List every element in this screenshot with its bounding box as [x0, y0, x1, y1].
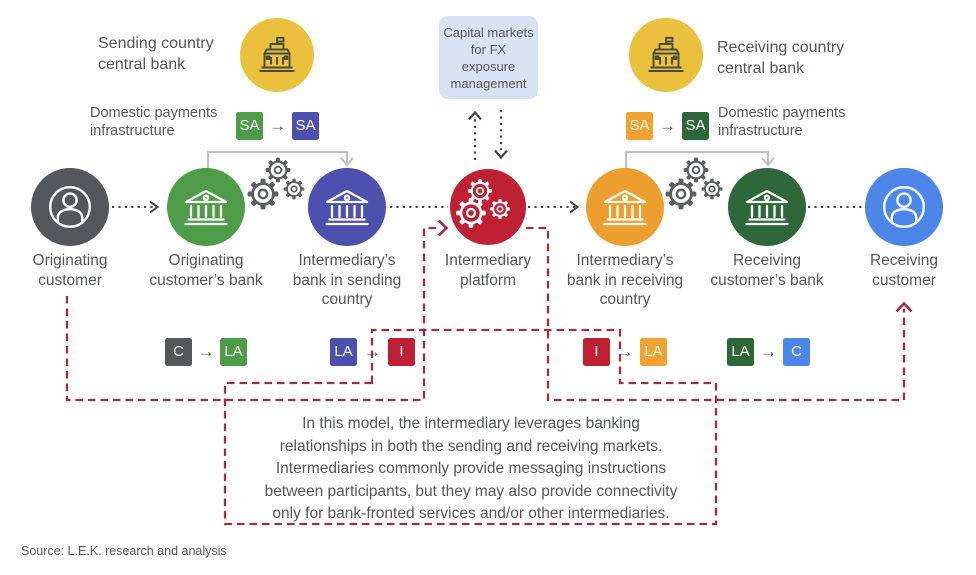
annotation-line: only for bank-fronted services and/or ot…: [272, 505, 670, 522]
badge-sa-receiving-from: SA: [626, 112, 653, 140]
node-circle-originating-customer: [31, 168, 109, 246]
red-dashed-flows: [65, 219, 913, 526]
gears-icon: [454, 177, 511, 230]
annotation-box: In this model, the intermediary leverage…: [228, 413, 714, 526]
domestic-payments-label-left: Domestic payments infrastructure: [90, 105, 218, 139]
capital-markets-box: Capital markets for FX exposure manageme…: [439, 16, 538, 99]
receiving-central-bank-circle: [629, 18, 703, 92]
annotation-box-border: [223, 328, 718, 526]
node-label-originating-customer: Originating customer: [32, 252, 108, 289]
receiving-central-bank-label: Receiving country central bank: [717, 39, 845, 77]
annotation-line: Intermediaries commonly provide messagin…: [275, 460, 667, 477]
node-label-intermediary-platform: Intermediary platform: [444, 252, 532, 289]
arrow-right-icon: →: [364, 342, 381, 361]
node-circle-receiving-customer: [865, 168, 943, 246]
source-note: Source: L.E.K. research and analysis: [21, 544, 227, 558]
node-circle-intermediarys-bank-sending: [308, 168, 386, 246]
node-circle-intermediary-platform: [450, 169, 526, 245]
badge-la: LA: [727, 338, 754, 366]
arrow-right-icon: →: [197, 342, 215, 361]
node-circle-receiving-customers-bank: [728, 168, 806, 246]
sending-central-bank-label: Sending country central bank: [98, 35, 214, 73]
badge-c: C: [165, 338, 192, 366]
badge-sa-sending-to: SA: [292, 112, 319, 140]
badge-i: I: [583, 338, 610, 366]
annotation-line: between participants, but they may also …: [264, 482, 678, 500]
domestic-payments-label-right: Domestic payments infrastructure: [718, 105, 846, 139]
arrow-right-icon: →: [616, 342, 634, 361]
badge-c: C: [783, 338, 810, 366]
capital-markets-arrows: [468, 110, 508, 160]
annotation-line: relationships in both the sending and re…: [279, 437, 663, 455]
node-label-receiving-customer: Receiving customer: [869, 252, 939, 289]
sending-central-bank-circle: [240, 18, 314, 92]
annotation-line: In this model, the intermediary leverage…: [302, 415, 640, 432]
gray-elbow-right-connector: [625, 151, 775, 172]
arrow-right-icon: →: [269, 116, 286, 135]
central-bank-icon: [647, 36, 685, 72]
node-label-intermediarys-bank-sending: Intermediary’s bank in sending country: [292, 252, 402, 308]
badge-sa-receiving-to: SA: [682, 112, 709, 140]
node-label-originating-customers-bank: Originating customer’s bank: [149, 252, 263, 289]
arrow-right-icon: →: [760, 342, 777, 361]
node-circle-intermediarys-bank-receiving: [586, 168, 664, 246]
node-label-receiving-customers-bank: Receiving customer’s bank: [710, 252, 824, 289]
gears-icon: [246, 156, 312, 221]
badge-sa-sending-from: SA: [236, 112, 263, 140]
badge-la: LA: [220, 338, 247, 366]
gray-elbow-left-connector: [207, 151, 354, 172]
bank-icon: [745, 189, 789, 226]
node-circle-originating-customers-bank: [167, 168, 245, 246]
badge-la: LA: [330, 338, 357, 366]
arrow-right-icon: →: [659, 116, 676, 135]
bank-icon: [325, 189, 369, 226]
person-icon: [883, 185, 925, 229]
node-label-intermediarys-bank-receiving: Intermediary’s bank in receiving country: [566, 252, 684, 308]
bank-icon: [603, 189, 647, 226]
gears-icon: [664, 156, 730, 221]
bank-icon: [184, 189, 228, 226]
badge-i: I: [388, 338, 415, 366]
badge-la: LA: [640, 338, 667, 366]
central-bank-icon: [258, 36, 296, 72]
person-icon: [49, 185, 92, 229]
